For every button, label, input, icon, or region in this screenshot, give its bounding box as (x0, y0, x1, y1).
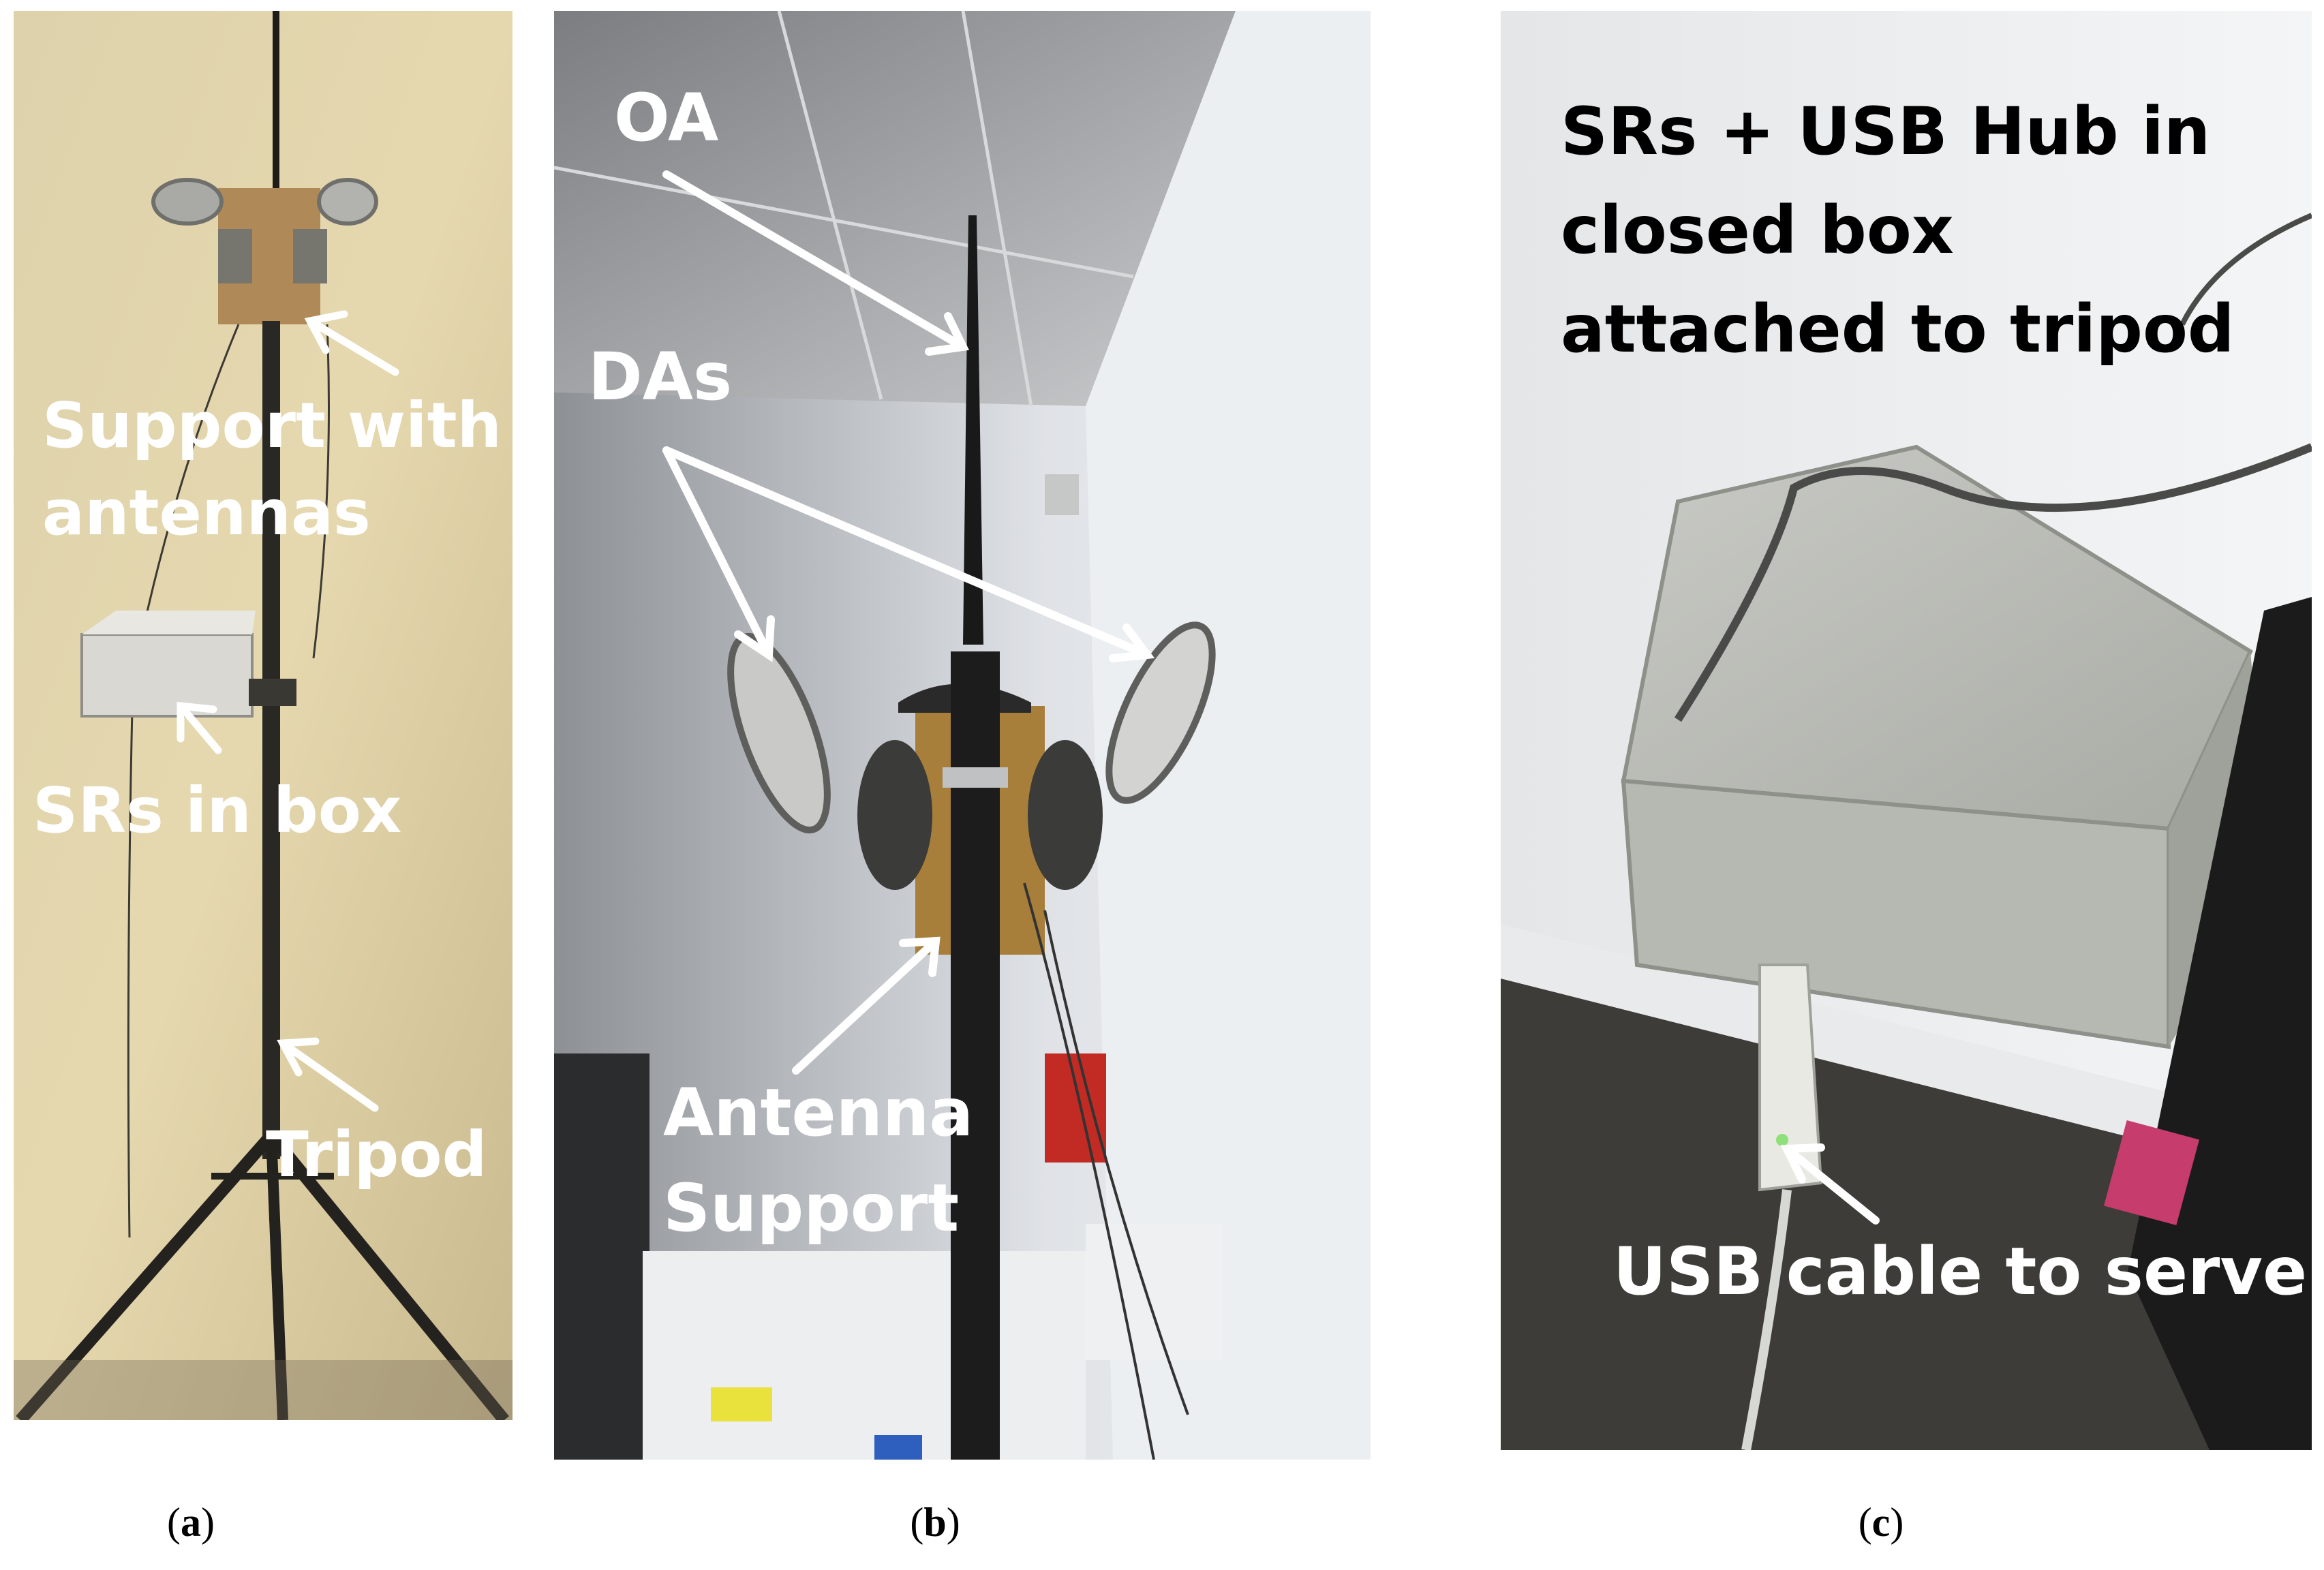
label-antenna-line1: Antenna (663, 1075, 973, 1151)
arrow-usb (1780, 1143, 1880, 1225)
label-c-line1: SRs + USB Hub in (1561, 93, 2210, 170)
antenna-support-photo: OA DAs Antenna Support (554, 11, 1371, 1460)
photo-panel-b: OA DAs Antenna Support (554, 11, 1371, 1460)
caption-b-letter: b (923, 1500, 947, 1545)
arrow-support (304, 310, 399, 376)
arrow-das-right (662, 446, 1155, 662)
arrow-das-left (662, 446, 775, 662)
sr-box-photo: SRs + USB Hub in closed box attached to … (1501, 11, 2312, 1450)
caption-c-letter: c (1871, 1500, 1891, 1545)
arrow-oa (662, 170, 970, 356)
label-support-line1: Support with (42, 389, 502, 462)
photo-panel-c: SRs + USB Hub in closed box attached to … (1501, 11, 2312, 1450)
label-antenna-line2: Support (663, 1170, 959, 1246)
caption-b: (b) (910, 1500, 960, 1545)
tripod-photo: Support with antennas SRs in box Tripod (14, 11, 513, 1420)
arrow-srs-box (177, 701, 222, 754)
photo-panel-a: Support with antennas SRs in box Tripod (14, 11, 513, 1420)
label-das: DAs (588, 339, 732, 415)
caption-a-letter: a (181, 1500, 201, 1545)
caption-c: (c) (1858, 1500, 1904, 1545)
label-oa: OA (614, 80, 718, 156)
label-tripod: Tripod (266, 1118, 487, 1191)
label-srs-box: SRs in box (33, 774, 401, 847)
label-support-line2: antennas (42, 476, 371, 549)
arrow-antenna-support (792, 936, 941, 1075)
caption-a: (a) (167, 1500, 215, 1545)
label-c-line2: closed box (1561, 192, 1954, 268)
label-c-line3: attached to tripod (1561, 291, 2235, 367)
arrow-tripod (277, 1037, 379, 1112)
label-usb-cable: USB cable to server (1613, 1233, 2312, 1310)
